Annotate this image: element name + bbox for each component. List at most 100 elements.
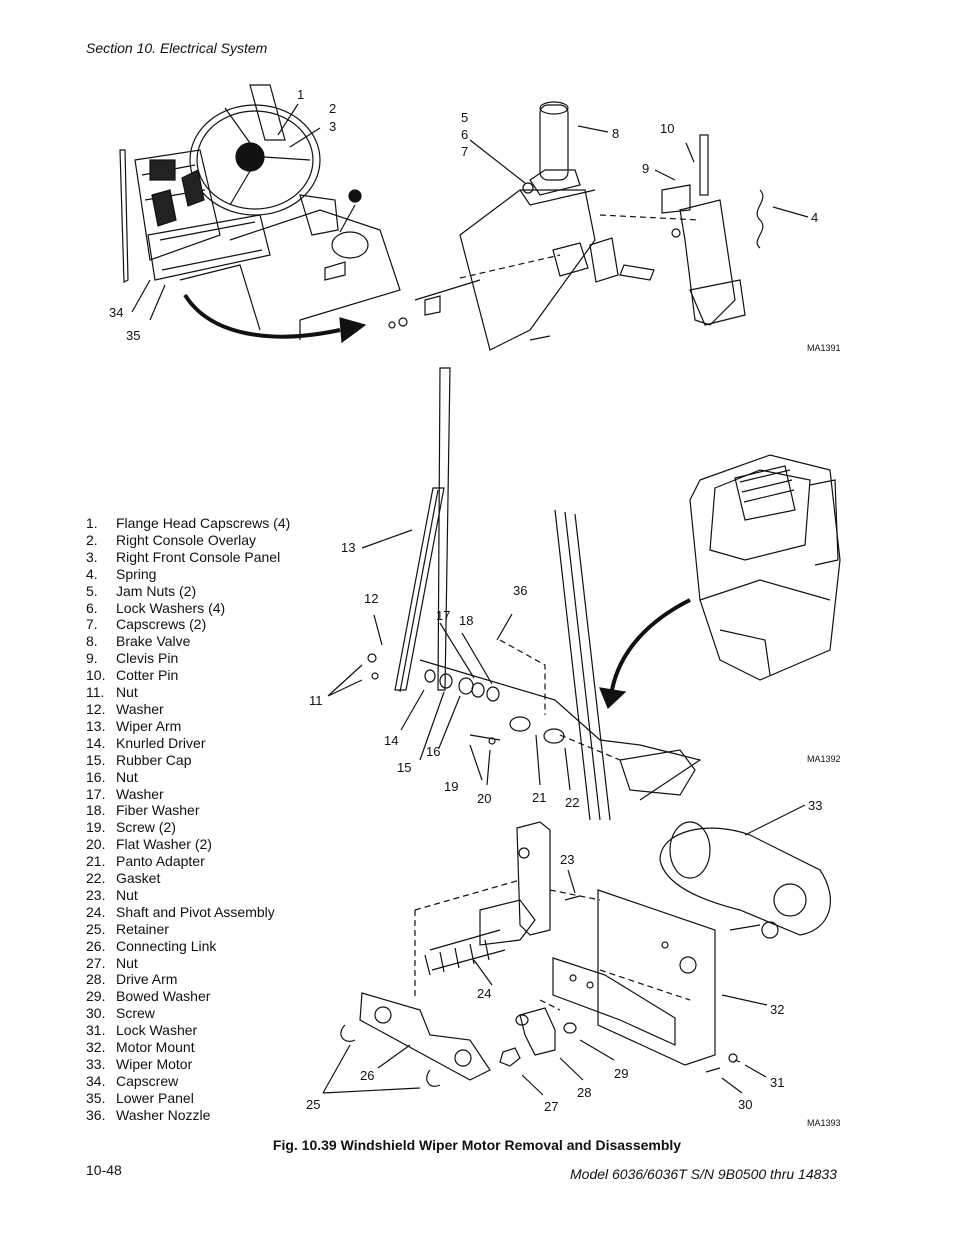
legend-item: 32. Motor Mount (86, 1039, 290, 1056)
console-illustration (119, 84, 401, 344)
legend-item: 30.Screw (86, 1005, 290, 1022)
legend-number: 26. (86, 937, 106, 954)
legend-item: 17.Washer (86, 786, 290, 803)
legend-item: 35.Lower Panel (86, 1090, 290, 1107)
legend-label: Panto Adapter (116, 853, 205, 870)
callout-3: 3 (329, 119, 336, 134)
legend-label: Spring (116, 565, 157, 582)
parts-legend: 1.Flange Head Capscrews (4)2.Right Conso… (86, 515, 290, 1124)
legend-item: 29.Bowed Washer (86, 988, 290, 1005)
legend-label: Washer (116, 700, 164, 717)
legend-number: 9. (86, 650, 98, 667)
legend-number: 19. (86, 819, 106, 836)
legend-label: Wiper Motor (116, 1056, 193, 1072)
legend-label: Bowed Washer (116, 988, 211, 1005)
callout-15: 15 (397, 760, 411, 775)
legend-number: 33. (86, 1056, 106, 1072)
page-number: 10-48 (86, 1162, 122, 1178)
legend-item: 28.Drive Arm (86, 971, 290, 988)
legend-number: 34. (86, 1072, 106, 1089)
legend-item: 27. Nut (86, 955, 290, 972)
legend-number: 32. (86, 1039, 106, 1056)
callout-11: 11 (309, 693, 323, 708)
legend-item: 15.Rubber Cap (86, 752, 290, 769)
callout-29: 29 (614, 1066, 628, 1081)
legend-label: Motor Mount (116, 1039, 195, 1056)
legend-item: 16.Nut (86, 769, 290, 786)
model-info: Model 6036/6036T S/N 9B0500 thru 14833 (570, 1166, 837, 1182)
legend-number: 36. (86, 1106, 106, 1123)
callout-7: 7 (461, 144, 468, 159)
legend-item: 20.Flat Washer (2) (86, 836, 290, 853)
legend-item: 7.Capscrews (2) (86, 616, 290, 633)
legend-number: 20. (86, 836, 106, 853)
legend-label: Lock Washer (116, 1022, 198, 1039)
callout-34: 34 (109, 305, 123, 320)
legend-number: 8. (86, 633, 98, 650)
legend-label: Knurled Driver (116, 734, 206, 751)
callout-21: 21 (532, 790, 546, 805)
legend-item: 14.Knurled Driver (86, 735, 290, 752)
callout-24: 24 (477, 986, 491, 1001)
figure-caption: Fig. 10.39 Windshield Wiper Motor Remova… (272, 1137, 682, 1153)
legend-label: Connecting Link (116, 937, 217, 954)
legend-number: 7. (86, 616, 98, 633)
legend-item: 4. Spring (86, 566, 290, 583)
callout-23: 23 (560, 852, 574, 867)
legend-label: Nut (116, 684, 138, 701)
legend-label: Screw (116, 1005, 155, 1022)
legend-number: 23. (86, 886, 106, 903)
legend-item: 12.Washer (86, 701, 290, 718)
callout-14: 14 (384, 733, 398, 748)
legend-number: 5. (86, 582, 98, 599)
legend-label: Screw (2) (116, 819, 176, 836)
legend-number: 27. (86, 954, 106, 971)
legend-item: 9. Clevis Pin (86, 650, 290, 667)
brake-valve-illustration (388, 101, 809, 351)
legend-label: Washer Nozzle (116, 1106, 211, 1123)
legend-label: Retainer (116, 920, 169, 937)
legend-item: 26. Connecting Link (86, 938, 290, 955)
legend-number: 13. (86, 717, 106, 734)
legend-item: 19. Screw (2) (86, 819, 290, 836)
callout-27: 27 (544, 1099, 558, 1114)
legend-number: 18. (86, 802, 106, 819)
legend-number: 1. (86, 515, 98, 531)
legend-number: 31. (86, 1022, 106, 1039)
callout-30: 30 (738, 1097, 752, 1112)
legend-label: Right Front Console Panel (116, 548, 281, 565)
legend-item: 8.Brake Valve (86, 633, 290, 650)
legend-label: Nut (116, 768, 138, 785)
callout-36: 36 (513, 583, 527, 598)
legend-label: Shaft and Pivot Assembly (116, 903, 275, 920)
legend-label: Capscrew (116, 1072, 179, 1089)
legend-label: Clevis Pin (116, 650, 179, 667)
legend-number: 2. (86, 531, 98, 548)
callout-25: 25 (306, 1097, 320, 1112)
legend-number: 11. (86, 684, 105, 701)
legend-number: 15. (86, 751, 106, 768)
callout-16: 16 (426, 744, 440, 759)
legend-label: Washer (116, 785, 164, 802)
legend-item: 25.Retainer (86, 921, 290, 938)
legend-number: 3. (86, 548, 98, 565)
legend-number: 4. (86, 565, 98, 582)
legend-label: Nut (116, 886, 138, 903)
legend-item: 36. Washer Nozzle (86, 1107, 290, 1124)
legend-item: 21. Panto Adapter (86, 853, 290, 870)
legend-label: Nut (116, 954, 138, 971)
legend-item: 6.Lock Washers (4) (86, 600, 290, 617)
callout-31: 31 (770, 1075, 784, 1090)
legend-number: 21. (86, 853, 106, 870)
legend-number: 6. (86, 599, 98, 616)
callout-18: 18 (459, 613, 473, 628)
motor-mount-illustration (322, 804, 831, 1096)
legend-item: 23. Nut (86, 887, 290, 904)
legend-label: Cotter Pin (116, 667, 179, 684)
legend-item: 2.Right Console Overlay (86, 532, 290, 549)
legend-number: 35. (86, 1089, 106, 1106)
callout-12: 12 (364, 591, 378, 606)
callout-35: 35 (126, 328, 140, 343)
callout-22: 22 (565, 795, 579, 810)
